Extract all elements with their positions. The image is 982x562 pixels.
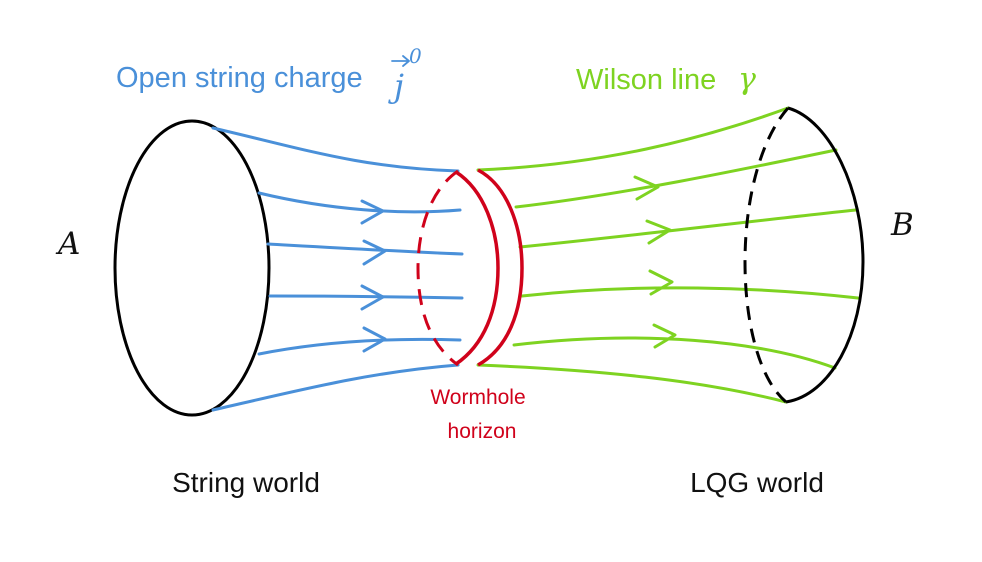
string-arrow-3 xyxy=(360,284,385,311)
wilson-arrow-1 xyxy=(633,175,660,201)
wilson-arrow-3 xyxy=(648,269,674,296)
string-line-2 xyxy=(266,242,464,256)
string-line-1 xyxy=(257,191,462,214)
string-arrows xyxy=(360,199,387,353)
boundary-b-label: B xyxy=(890,207,914,243)
j-symbol: j xyxy=(388,67,404,105)
wilson-arrow-2 xyxy=(645,219,672,245)
horizon-front-inner xyxy=(455,170,500,366)
horizon-label-line2: horizon xyxy=(448,420,517,443)
gamma-symbol: γ xyxy=(738,62,756,97)
wilson-arrows xyxy=(633,175,677,349)
j-superscript: 0 xyxy=(409,44,422,68)
right-boundary-front xyxy=(785,106,865,404)
string-line-3 xyxy=(268,294,464,300)
boundary-a-label: A xyxy=(55,226,80,262)
string-world-label: String world xyxy=(172,467,320,498)
wilson-line-bottom xyxy=(476,363,788,404)
string-line-top xyxy=(211,126,460,173)
wilson-arrow-4 xyxy=(652,323,677,349)
wilson-line-4 xyxy=(512,336,837,370)
string-lines xyxy=(211,126,464,412)
right-boundary-back xyxy=(743,107,790,404)
wilson-line-top xyxy=(476,106,790,172)
wilson-line-3 xyxy=(520,286,860,300)
string-line-bottom xyxy=(211,363,460,412)
string-line-4 xyxy=(257,337,462,356)
string-arrow-2 xyxy=(362,239,387,266)
vector-arrow-icon xyxy=(391,55,410,67)
string-arrow-4 xyxy=(362,326,387,353)
horizon-front-outer xyxy=(477,168,524,367)
open-string-charge-label: Open string charge xyxy=(116,62,363,94)
wilson-lines xyxy=(476,106,860,404)
wilson-line-1 xyxy=(514,148,838,209)
horizon-label-line1: Wormhole xyxy=(430,386,525,409)
wilson-line-2 xyxy=(518,208,858,249)
string-arrow-1 xyxy=(360,199,385,225)
left-boundary-ellipse xyxy=(113,119,271,417)
horizon-back-dashed xyxy=(416,169,459,367)
lqg-world-label: LQG world xyxy=(690,467,824,498)
wilson-line-label: Wilson line xyxy=(576,64,716,96)
